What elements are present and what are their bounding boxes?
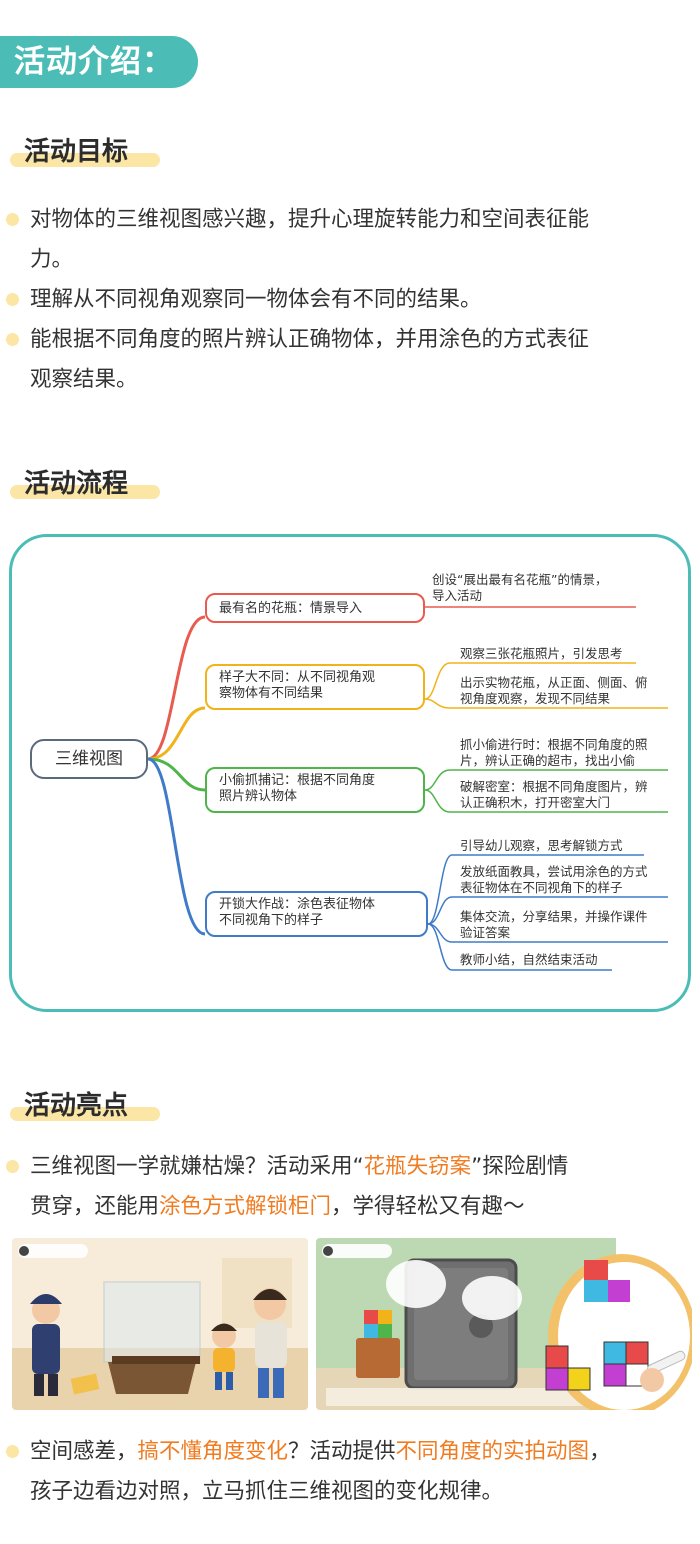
bullet-dot-icon (6, 333, 19, 346)
highlight-keyword: 涂色方式解锁柜门 (159, 1194, 332, 1219)
heading-highlight (10, 153, 160, 167)
section-heading-goals: 活动目标 (10, 134, 160, 174)
mindmap-leaf: 破解密室：根据不同角度图片，辨 认正确积木，打开密室大门 (460, 779, 648, 810)
branch-2-label-line2: 察物体有不同结果 (219, 686, 324, 701)
branch-4-label-line2: 不同视角下的样子 (219, 913, 324, 928)
highlight-item-2: 空间感差，搞不懂角度变化？活动提供不同角度的实拍动图， 孩子边看边对照，立马抓住… (6, 1432, 692, 1512)
page-title: 活动介绍： (0, 36, 198, 88)
mindmap-root: 三维视图 (30, 739, 148, 779)
highlight-item-2-line2: 孩子边看边对照，立马抓住三维视图的变化规律。 (30, 1479, 504, 1504)
heading-text: 活动目标 (24, 137, 129, 167)
heading-highlight (10, 1107, 160, 1121)
mindmap-branch-2: 样子大不同：从不同视角观 察物体有不同结果 (205, 664, 425, 710)
goal-item-2: 理解从不同视角观察同一物体会有不同的结果。 (6, 280, 692, 320)
goal-item-1-line2: 力。 (30, 247, 74, 272)
bullet-dot-icon (6, 213, 19, 226)
goal-item-3: 能根据不同角度的照片辨认正确物体，并用涂色的方式表征 观察结果。 (6, 320, 692, 400)
mindmap-branch-4: 开锁大作战：涂色表征物体 不同视角下的样子 (205, 891, 428, 937)
heading-text: 活动亮点 (24, 1091, 129, 1121)
mindmap-leaf: 观察三张花瓶照片，引发思考 (460, 646, 623, 661)
branch-1-label: 最有名的花瓶：情景导入 (219, 601, 363, 616)
mindmap-leaf: 教师小结，自然结束活动 (460, 952, 598, 967)
section-heading-process: 活动流程 (10, 466, 160, 506)
branch-3-label-line1: 小偷抓捕记：根据不同角度 (219, 773, 376, 788)
mindmap-leaf: 引导幼儿观察，思考解锁方式 (460, 838, 623, 853)
bullet-dot-icon (6, 293, 19, 306)
bullet-dot-icon (6, 1160, 19, 1173)
bullet-dot-icon (6, 1445, 19, 1458)
highlight-keyword: 不同角度的实拍动图 (395, 1439, 590, 1464)
mindmap-leaf: 抓小偷进行时：根据不同角度的照 片，辨认正确的超市，找出小偷 (460, 737, 648, 768)
mindmap-leaf: 集体交流，分享结果，并操作课件 验证答案 (460, 909, 648, 940)
goal-item-2-line1: 理解从不同视角观察同一物体会有不同的结果。 (30, 287, 482, 312)
branch-4-label-line1: 开锁大作战：涂色表征物体 (219, 897, 376, 912)
highlight-keyword: 花瓶失窃案 (363, 1154, 472, 1179)
goal-item-1: 对物体的三维视图感兴趣，提升心理旋转能力和空间表征能 力。 (6, 200, 692, 280)
mindmap-branch-1: 最有名的花瓶：情景导入 (205, 593, 425, 623)
goal-item-1-line1: 对物体的三维视图感兴趣，提升心理旋转能力和空间表征能 (30, 207, 590, 232)
mindmap-frame (9, 534, 691, 1012)
mindmap-branch-3: 小偷抓捕记：根据不同角度 照片辨认物体 (205, 767, 425, 813)
heading-highlight (10, 485, 160, 499)
mindmap-leaf: 发放纸面教具，尝试用涂色的方式 表征物体在不同视角下的样子 (460, 864, 648, 895)
highlight-item-1: 三维视图一学就嫌枯燥？活动采用“花瓶失窃案”探险剧情 贯穿，还能用涂色方式解锁柜… (6, 1147, 692, 1227)
section-heading-highlights: 活动亮点 (10, 1088, 160, 1128)
mindmap-leaf: 创设“展出最有名花瓶”的情景， 导入活动 (432, 572, 608, 603)
goal-item-3-line2: 观察结果。 (30, 367, 138, 392)
branch-2-label-line1: 样子大不同：从不同视角观 (219, 670, 376, 685)
branch-3-label-line2: 照片辨认物体 (219, 789, 298, 804)
illustration-safe-coloring (316, 1238, 692, 1410)
heading-text: 活动流程 (24, 469, 129, 499)
highlight-keyword: 搞不懂角度变化 (137, 1439, 289, 1464)
mindmap-leaf: 出示实物花瓶，从正面、侧面、俯 视角度观察，发现不同结果 (460, 675, 648, 706)
illustration-museum-scene (12, 1238, 308, 1410)
goal-item-3-line1: 能根据不同角度的照片辨认正确物体，并用涂色的方式表征 (30, 327, 590, 352)
